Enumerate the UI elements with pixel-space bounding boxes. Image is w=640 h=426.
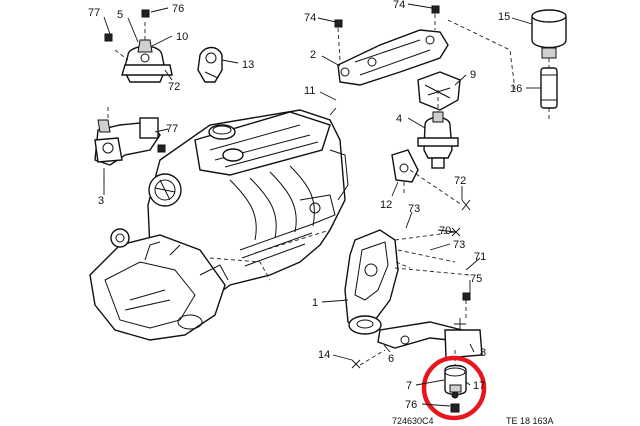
insulator-7-17 xyxy=(444,350,467,413)
mount-bracket-left-lower xyxy=(94,105,166,188)
callout-10: 10 xyxy=(176,31,188,43)
callout-72-left: 72 xyxy=(168,81,180,93)
mount-bracket-12 xyxy=(391,149,471,211)
damper-rod-16 xyxy=(540,58,558,120)
damper-15 xyxy=(531,9,567,59)
callout-1: 1 xyxy=(312,297,318,309)
callout-5: 5 xyxy=(117,9,123,21)
fastener-8 xyxy=(454,292,471,330)
callout-labels: 77 5 76 10 72 13 77 3 74 74 2 11 9 4 15 … xyxy=(88,0,522,411)
highlight-circle xyxy=(421,355,487,421)
figure-ref-right: TE 18 163A xyxy=(506,416,554,426)
leader-lines xyxy=(103,3,541,407)
callout-71: 71 xyxy=(474,251,486,263)
callout-11: 11 xyxy=(304,85,315,97)
mount-bracket-top-left xyxy=(104,9,173,83)
callout-14: 14 xyxy=(318,349,330,361)
callout-73-lower: 73 xyxy=(453,239,465,251)
callout-4: 4 xyxy=(396,113,402,125)
callout-15: 15 xyxy=(498,11,510,23)
figure-ref-left: 724630C4 xyxy=(392,416,434,426)
callout-74-right: 74 xyxy=(393,0,405,11)
mount-bracket-6 xyxy=(351,321,483,369)
callout-17: 17 xyxy=(473,380,485,392)
callout-13: 13 xyxy=(242,59,254,71)
callout-76-bottom: 76 xyxy=(405,399,417,411)
callout-3: 3 xyxy=(98,195,104,207)
callout-75: 75 xyxy=(470,273,482,285)
mount-bracket-13 xyxy=(197,46,223,83)
callout-12: 12 xyxy=(380,199,392,211)
callout-73-top: 73 xyxy=(408,203,420,215)
callout-72-right: 72 xyxy=(454,175,466,187)
callout-8: 8 xyxy=(480,347,486,359)
callout-77-top-left: 77 xyxy=(88,7,100,19)
callout-7: 7 xyxy=(406,380,412,392)
mount-bracket-9 xyxy=(417,71,461,111)
callout-9: 9 xyxy=(470,69,476,81)
callout-70: 70 xyxy=(439,225,451,237)
callout-74-left: 74 xyxy=(304,12,316,24)
callout-6: 6 xyxy=(388,353,394,365)
mount-bracket-1 xyxy=(344,227,471,335)
callout-76-top: 76 xyxy=(172,3,184,15)
mount-insulator-4 xyxy=(417,90,459,169)
mount-bracket-crossmember xyxy=(334,5,516,91)
figure-reference: 724630C4 TE 18 163A xyxy=(392,416,554,426)
callout-77-mid: 77 xyxy=(166,123,178,135)
transaxle-housing xyxy=(89,228,271,341)
callout-2: 2 xyxy=(310,49,316,61)
callout-16: 16 xyxy=(510,83,522,95)
